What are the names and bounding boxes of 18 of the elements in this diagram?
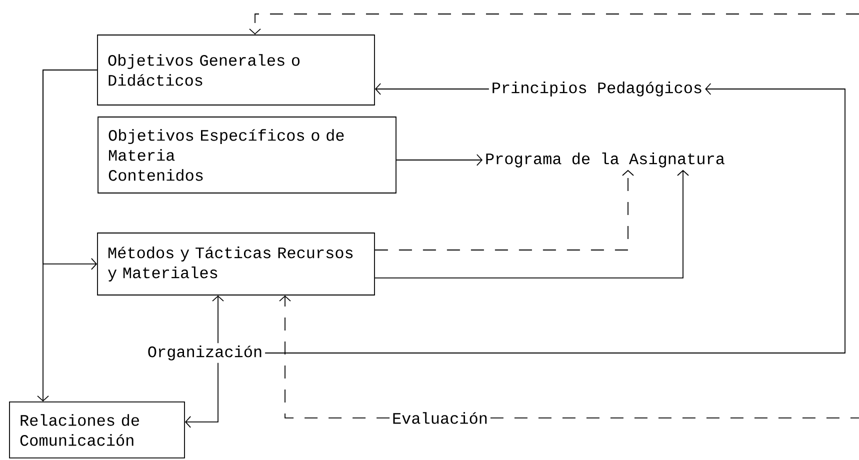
process-box: Objetivos Generales o Didácticos <box>97 34 375 106</box>
text-label: Organización <box>148 346 262 360</box>
arrow <box>374 170 689 278</box>
process-box: Objetivos Específicos o de Materia Contenidos <box>98 116 396 194</box>
arrow <box>212 295 224 344</box>
process-box: Relaciones de Comunicación <box>9 402 185 458</box>
text-label: Principios Pedagógicos <box>492 82 702 96</box>
arrow <box>264 83 846 354</box>
text-label: Programa de la Asignatura <box>486 152 724 168</box>
dashed-arrow <box>249 14 859 35</box>
process-box: Métodos y Tácticas Recursos y Materiales <box>97 232 375 296</box>
dashed-arrow <box>374 170 634 250</box>
dashed-arrow <box>279 295 390 418</box>
arrow <box>374 83 490 95</box>
text-label: Evaluación <box>393 412 487 424</box>
arrow <box>42 70 98 270</box>
arrow <box>184 362 218 428</box>
arrow <box>396 154 483 166</box>
